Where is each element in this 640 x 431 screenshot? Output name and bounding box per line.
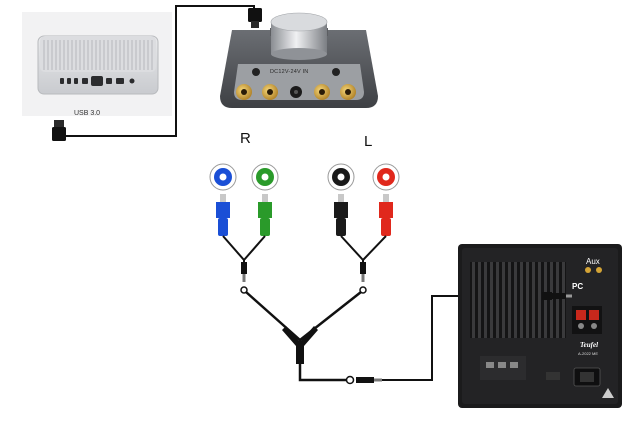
mini-jack-plug-main: [345, 375, 382, 385]
y-splitter-cable: [240, 286, 367, 382]
power-socket-icon: [573, 367, 601, 387]
rca-jack-blue: [209, 163, 237, 191]
usb-plug-computer: [52, 120, 66, 141]
aux-jacks-icon: [585, 267, 602, 273]
amp-power-label: DC12V-24V IN: [270, 69, 309, 75]
left-channel-label: L: [364, 133, 373, 150]
rca-jack-red: [372, 163, 400, 191]
rca-plug-blue: [216, 194, 230, 236]
computer: [22, 12, 172, 116]
usb-plug-amplifier: [248, 8, 262, 28]
brand-label: Teufel: [580, 341, 599, 349]
right-channel-label: R: [240, 130, 251, 147]
rca-plug-black: [334, 194, 348, 236]
amplifier: [220, 12, 378, 108]
power-switch: [546, 372, 560, 380]
pc-label: PC: [572, 282, 584, 291]
rca-jack-black: [327, 163, 355, 191]
model-label: A-2022 ME: [578, 351, 599, 356]
mini-jack-right: [241, 262, 247, 282]
aux-label: Aux: [586, 257, 600, 266]
computer-vent-icon: [43, 40, 153, 70]
rca-plug-red: [379, 194, 393, 236]
speaker-terminals-icon: [572, 306, 602, 334]
amp-rca-terminals-icon: [236, 84, 356, 100]
computer-ports-icon: [60, 76, 135, 86]
mini-jack-left: [360, 262, 366, 282]
usb-label: USB 3.0: [74, 110, 101, 117]
rca-jack-green: [251, 163, 279, 191]
rca-plug-green: [258, 194, 272, 236]
warning-triangle-icon: [602, 388, 614, 398]
pc-jack-plug: [542, 292, 552, 300]
amp-r-badge-icon: [252, 68, 260, 76]
warning-label-icon: [480, 356, 526, 380]
subwoofer: [458, 244, 622, 408]
amp-l-badge-icon: [332, 68, 340, 76]
y-splitter-body-icon: [282, 326, 318, 364]
